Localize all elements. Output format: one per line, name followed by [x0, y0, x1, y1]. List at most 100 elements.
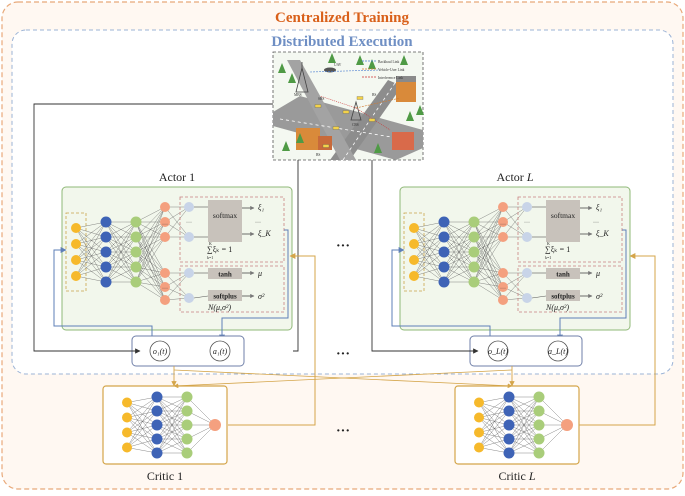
input-node — [71, 223, 81, 233]
obs-label: o₁(t) — [153, 347, 168, 356]
gaussian-head-box — [517, 265, 623, 313]
ellipsis-text: ··· — [336, 347, 350, 362]
branch-node-orange — [160, 268, 170, 278]
branch-node-orange — [160, 295, 170, 305]
branch-dots: ··· — [524, 220, 530, 226]
hidden-node-green — [130, 216, 142, 228]
critic-hidden-node — [533, 447, 545, 459]
building-bottom-right — [392, 132, 414, 150]
input-node — [409, 255, 419, 265]
tanh-label: tanh — [218, 271, 232, 279]
obs-node — [149, 340, 171, 362]
xi-K-label: ξ_K — [258, 229, 271, 238]
critic-hidden-node — [181, 433, 193, 445]
mbs-tower-icon — [295, 67, 309, 93]
building-top-right — [396, 80, 416, 102]
input-node — [71, 239, 81, 249]
tree-icon — [282, 141, 290, 151]
branch-node-gray — [184, 293, 194, 303]
hidden-node-green — [130, 231, 142, 243]
branch-node-gray — [522, 268, 532, 278]
hidden-node-blue — [438, 276, 450, 288]
branch-node-orange — [498, 295, 508, 305]
critic-hidden-node — [503, 433, 515, 445]
branch-node-orange — [498, 217, 508, 227]
tree-icon — [288, 73, 296, 83]
normal-dist-label: N(μ,σ²) — [545, 303, 569, 312]
branch-dots: ··· — [500, 286, 506, 292]
obs-node — [487, 340, 509, 362]
hidden-node-blue — [438, 261, 450, 273]
gaussian-head-box — [179, 265, 285, 313]
softplus-label: softplus — [551, 293, 575, 301]
branch-dots: ··· — [162, 286, 168, 292]
softplus-label: softplus — [213, 293, 237, 301]
vehicle-icon — [332, 126, 340, 130]
tree-icon — [368, 59, 376, 69]
branch-node-orange — [498, 232, 508, 242]
branch-node-orange — [498, 268, 508, 278]
branch-dots: ··· — [500, 222, 506, 228]
critic-hidden-node — [181, 419, 193, 431]
vehicle-icon — [342, 110, 350, 114]
hidden-node-green — [468, 261, 480, 273]
critic-hidden-node — [181, 405, 193, 417]
actor-title: Actor L — [496, 170, 533, 184]
action-output-line — [557, 229, 627, 341]
action-output-line — [219, 229, 289, 341]
branch-node-orange — [160, 282, 170, 292]
vehicle-user-link — [355, 97, 401, 109]
input-node — [71, 271, 81, 281]
distributed-execution-title: Distributed Execution — [271, 34, 413, 50]
critic-hidden-node — [151, 419, 163, 431]
critic-input-node — [474, 442, 484, 453]
xi-dots-label: ··· — [255, 220, 261, 226]
env-to-obs-line-1 — [33, 103, 273, 354]
obs-label: o_L(t) — [488, 347, 508, 356]
uav-icon — [324, 67, 336, 73]
tanh-label: tanh — [556, 271, 570, 279]
critic-hidden-node — [533, 391, 545, 403]
interference-link — [319, 95, 357, 109]
input-node — [409, 239, 419, 249]
building-bottom-left — [296, 128, 320, 150]
branch-node-orange — [160, 232, 170, 242]
sum-lower-label: k=1 — [545, 255, 551, 260]
tree-icon — [400, 55, 408, 65]
vehicle-icon — [314, 104, 322, 108]
cbs-tower-icon — [350, 100, 362, 121]
centralized-training-title: Centralized Training — [275, 10, 410, 26]
critic-input-node — [474, 397, 484, 408]
hidden-node-green — [130, 276, 142, 288]
critic-hidden-node — [533, 433, 545, 445]
softplus-box — [546, 290, 580, 301]
hidden-node-blue — [100, 231, 112, 243]
mu-label: μ — [257, 269, 262, 278]
road-left — [287, 60, 356, 160]
input-node — [71, 255, 81, 265]
critic-hidden-node — [503, 391, 515, 403]
tree-icon — [328, 53, 336, 63]
action-node — [209, 340, 231, 362]
scene-label: CBS — [352, 123, 359, 127]
critic-hidden-node — [533, 419, 545, 431]
tanh-box — [208, 268, 242, 279]
tree-icon — [406, 111, 414, 121]
building-roof — [396, 76, 416, 82]
critic-feedback-line-1 — [228, 253, 316, 426]
actor-title: Actor 1 — [159, 170, 195, 184]
legend-label: Interference Link — [378, 76, 403, 80]
hidden-node-blue — [100, 276, 112, 288]
softmax-label: softmax — [551, 211, 575, 220]
softplus-box — [208, 290, 242, 301]
critic-title: Critic L — [498, 469, 535, 483]
vehicle-icon — [356, 96, 364, 100]
sum-upper-label: K — [209, 241, 212, 246]
tree-icon — [416, 105, 424, 115]
critic-hidden-node — [181, 447, 193, 459]
critic-hidden-node — [151, 391, 163, 403]
critic-output-node — [561, 419, 573, 431]
scene-label: UAV — [334, 63, 342, 67]
